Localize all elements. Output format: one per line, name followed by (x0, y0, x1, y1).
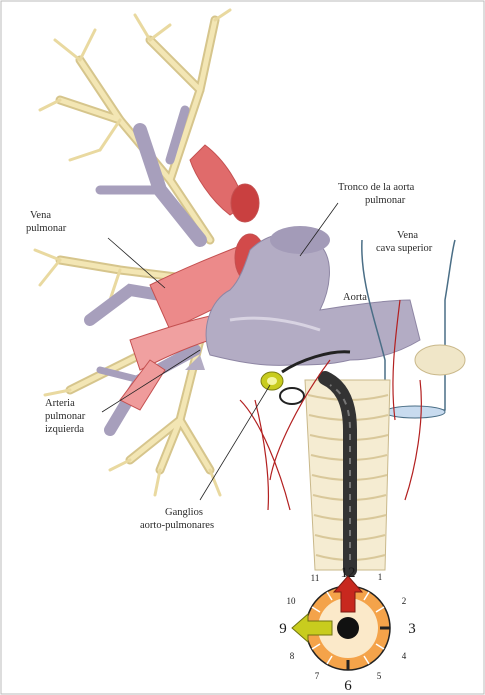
clock-number-3: 3 (408, 621, 416, 637)
label-arteria-line3: izquierda (45, 424, 84, 435)
label-vena-pulmonar-line1: Vena (30, 210, 51, 221)
label-vena-cava-line2: cava superior (376, 243, 433, 254)
clock-number-8: 8 (290, 651, 295, 661)
clock-number-10: 10 (287, 596, 297, 606)
clock-center (337, 617, 359, 639)
label-vena-cava-line1: Vena (397, 230, 418, 241)
clock-number-2: 2 (402, 596, 407, 606)
label-vena-pulmonar-line2: pulmonar (26, 223, 67, 234)
label-aorta: Aorta (343, 292, 367, 303)
label-tronco-line1: Tronco de la aorta (338, 182, 415, 193)
clock-number-6: 6 (344, 678, 352, 694)
clock-number-12: 12 (341, 565, 356, 581)
clock-number-7: 7 (315, 671, 320, 681)
label-arteria-line2: pulmonar (45, 411, 86, 422)
clock-number-9: 9 (279, 621, 287, 637)
clock-number-5: 5 (377, 671, 382, 681)
label-ganglios-line1: Ganglios (165, 507, 203, 518)
label-ganglios-line2: aorto-pulmonares (140, 520, 214, 531)
label-arteria-line1: Arteria (45, 398, 75, 409)
clock-number-1: 1 (378, 572, 383, 582)
label-tronco-line2: pulmonar (365, 195, 406, 206)
clock-number-4: 4 (402, 651, 407, 661)
clock-number-11: 11 (311, 573, 320, 583)
